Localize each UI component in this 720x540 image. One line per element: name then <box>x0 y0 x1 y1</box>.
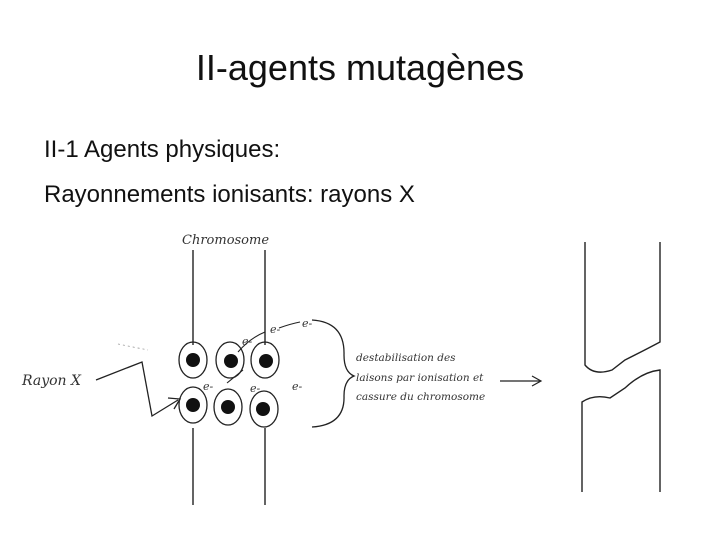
electron-label: e- <box>203 380 214 393</box>
atom-nucleus <box>224 354 238 368</box>
atom-nucleus <box>221 400 235 414</box>
atom-nucleus <box>186 353 200 367</box>
electron-label: e- <box>292 380 303 393</box>
result-arrow-head-icon <box>531 375 543 387</box>
chromosome-arms <box>192 250 266 505</box>
electron-path <box>278 321 301 329</box>
scan-mark <box>117 343 149 351</box>
caption-line-2: laisons par ionisation et <box>356 372 484 384</box>
slide-title: II-agents mutagènes <box>195 47 525 88</box>
broken-chromosome-bottom <box>581 369 661 492</box>
caption-group: destabilisation des laisons par ionisati… <box>356 352 487 403</box>
atom-ellipse <box>250 341 280 379</box>
electron-path <box>226 369 244 384</box>
electron-path <box>237 331 266 353</box>
electrons-group: e- e- e- e- e- e- <box>203 317 313 395</box>
atom-ellipse <box>213 388 243 426</box>
atoms-group <box>178 341 280 428</box>
x-ray-label: Rayon X <box>21 373 82 389</box>
atom-nuclei <box>186 353 273 416</box>
atom-ellipse <box>178 341 208 379</box>
x-ray-arrowhead-icon <box>167 397 182 410</box>
atom-nucleus <box>256 402 270 416</box>
electron-label: e- <box>302 317 313 330</box>
x-ray-zigzag-icon <box>95 361 179 418</box>
broken-chromosome-top <box>584 242 661 373</box>
electron-label: e- <box>242 335 253 348</box>
atom-ellipse <box>249 390 279 428</box>
broken-chromosome <box>581 242 661 492</box>
text-ionizing-radiation: Rayonnements ionisants: rayons X <box>44 181 415 208</box>
atom-ellipse <box>215 341 245 379</box>
chromosome-label: Chromosome <box>182 233 269 248</box>
bracket-shape <box>311 319 356 428</box>
atom-nucleus <box>186 398 200 412</box>
diagram-svg: Chromosome e- e- <box>21 233 661 505</box>
atom-nucleus <box>259 354 273 368</box>
atom-ellipse <box>178 386 208 424</box>
electron-label: e- <box>250 382 261 395</box>
x-ray-diagram: Chromosome e- e- <box>0 220 720 540</box>
electron-label: e- <box>270 323 281 336</box>
caption-line-3: cassure du chromosome <box>356 391 485 403</box>
electron-paths <box>226 321 301 384</box>
subtitle-physical-agents: II-1 Agents physiques: <box>44 136 281 163</box>
caption-line-1: destabilisation des <box>356 352 456 364</box>
